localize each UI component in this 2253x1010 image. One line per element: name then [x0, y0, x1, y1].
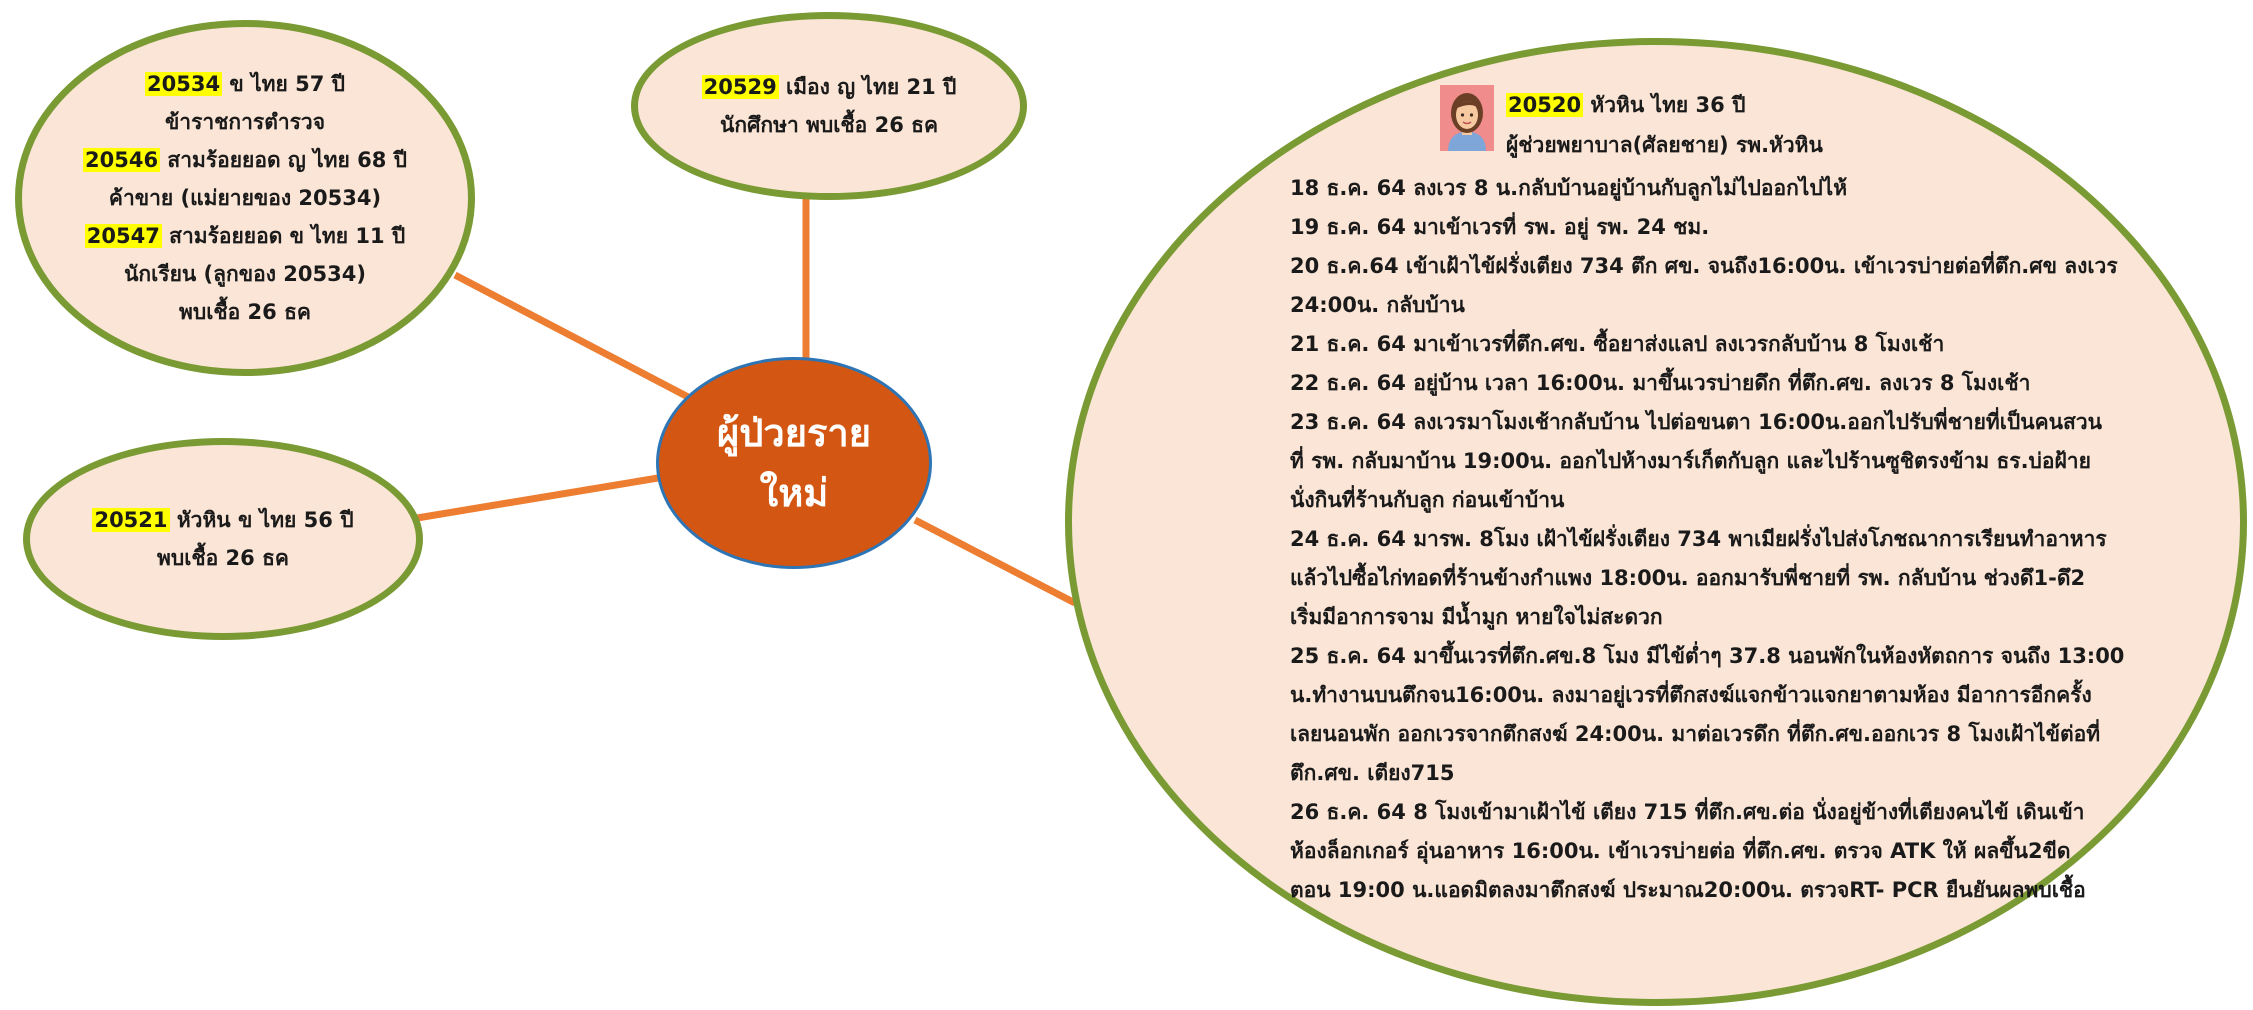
- connector-left: [404, 474, 659, 524]
- center-title-line1: ผู้ป่วยราย: [716, 411, 871, 455]
- case-bubble-top-mid: 20529 เมือง ญ ไทย 21 ปี นักศึกษา พบเชื้อ…: [631, 12, 1027, 200]
- timeline-line: 24:00น. กลับบ้าน: [1290, 293, 1465, 317]
- case-occupation: นักเรียน (ลูกของ 20534): [124, 262, 366, 286]
- case-bubble-main: 20520 หัวหิน ไทย 36 ปี ผู้ช่วยพยาบาล(ศัล…: [1065, 38, 2247, 1006]
- timeline-line: 21 ธ.ค. 64 มาเข้าเวรที่ตึก.ศข. ซื้อยาส่ง…: [1290, 332, 1945, 356]
- case-detail: หัวหิน ไทย 36 ปี: [1583, 93, 1746, 117]
- case-detail: สามร้อยยอด ข ไทย 11 ปี: [161, 224, 406, 248]
- case-detail: หัวหิน ข ไทย 56 ปี: [169, 508, 354, 532]
- case-occupation: ข้าราชการตำรวจ: [164, 110, 326, 134]
- timeline-line: 18 ธ.ค. 64 ลงเวร 8 น.กลับบ้านอยู่บ้านกับ…: [1290, 176, 1848, 200]
- case-id-20547: 20547: [84, 224, 162, 248]
- connector-top-left: [453, 271, 692, 402]
- timeline-line: ที่ รพ. กลับมาบ้าน 19:00น. ออกไปห้างมาร์…: [1290, 449, 2091, 473]
- timeline-line: 19 ธ.ค. 64 มาเข้าเวรที่ รพ. อยู่ รพ. 24 …: [1290, 215, 1710, 239]
- female-avatar-icon: [1440, 85, 1494, 151]
- timeline-line: 23 ธ.ค. 64 ลงเวรมาโมงเช้ากลับบ้าน ไปต่อข…: [1290, 410, 2102, 434]
- timeline-line: แล้วไปซื้อไก่ทอดที่ร้านข้างกำแพง 18:00น.…: [1290, 566, 2086, 590]
- timeline-line: 20 ธ.ค.64 เข้าเฝ้าไข้ฝรั่งเตียง 734 ตึก …: [1290, 254, 2118, 278]
- timeline-line: 25 ธ.ค. 64 มาขึ้นเวรที่ตึก.ศข.8 โมง มีไข…: [1290, 644, 2125, 668]
- case-id-20534: 20534: [145, 72, 223, 96]
- timeline-line: เลยนอนพัก ออกเวรจากตึกสงฆ์ 24:00น. มาต่อ…: [1290, 722, 2101, 746]
- timeline-entries: 18 ธ.ค. 64 ลงเวร 8 น.กลับบ้านอยู่บ้านกับ…: [1290, 169, 2170, 910]
- case-bubble-left: 20521 หัวหิน ข ไทย 56 ปี พบเชื้อ 26 ธค: [23, 438, 423, 640]
- case-detected-date: พบเชื้อ 26 ธค: [157, 546, 289, 570]
- case-detail: เมือง ญ ไทย 21 ปี: [778, 75, 957, 99]
- case-occupation: ผู้ช่วยพยาบาล(ศัลยชาย) รพ.หัวหิน: [1506, 133, 1823, 157]
- case-detail: สามร้อยยอด ญ ไทย 68 ปี: [160, 148, 407, 172]
- timeline-line: ห้องล็อกเกอร์ อุ่นอาหาร 16:00น. เข้าเวรบ…: [1290, 839, 2071, 863]
- timeline-line: เริ่มมีอาการจาม มีน้ำมูก หายใจไม่สะดวก: [1290, 605, 1663, 629]
- case-id-20520: 20520: [1506, 93, 1584, 117]
- case-detail: ข ไทย 57 ปี: [222, 72, 345, 96]
- timeline-line: 26 ธ.ค. 64 8 โมงเข้ามาเฝ้าไข้ เตียง 715 …: [1290, 800, 2085, 824]
- case-bubble-top-left: 20534 ข ไทย 57 ปี ข้าราชการตำรวจ 20546 ส…: [15, 20, 475, 376]
- timeline-line: ตอน 19:00 น.แอดมิตลงมาตึกสงฆ์ ประมาณ20:0…: [1290, 878, 2086, 902]
- timeline-line: นั่งกินที่ร้านกับลูก ก่อนเข้าบ้าน: [1290, 488, 1565, 512]
- case-id-20521: 20521: [92, 508, 170, 532]
- case-id-20546: 20546: [83, 148, 161, 172]
- connector-big: [913, 516, 1077, 607]
- timeline-line: ตึก.ศข. เตียง715: [1290, 761, 1455, 785]
- case-occupation: ค้าขาย (แม่ยายของ 20534): [108, 186, 382, 210]
- timeline-line: 24 ธ.ค. 64 มารพ. 8โมง เฝ้าไข้ฝรั่งเตียง …: [1290, 527, 2107, 551]
- case-detected-date: พบเชื้อ 26 ธค: [179, 300, 311, 324]
- timeline-line: 22 ธ.ค. 64 อยู่บ้าน เวลา 16:00น. มาขึ้นเ…: [1290, 371, 2031, 395]
- center-node: ผู้ป่วยราย ใหม่: [656, 357, 932, 569]
- case-occupation: นักศึกษา พบเชื้อ 26 ธค: [720, 113, 938, 137]
- case-id-20529: 20529: [701, 75, 779, 99]
- center-title-line2: ใหม่: [759, 471, 829, 515]
- timeline-line: น.ทำงานบนตึกจน16:00น. ลงมาอยู่เวรที่ตึกส…: [1290, 683, 2092, 707]
